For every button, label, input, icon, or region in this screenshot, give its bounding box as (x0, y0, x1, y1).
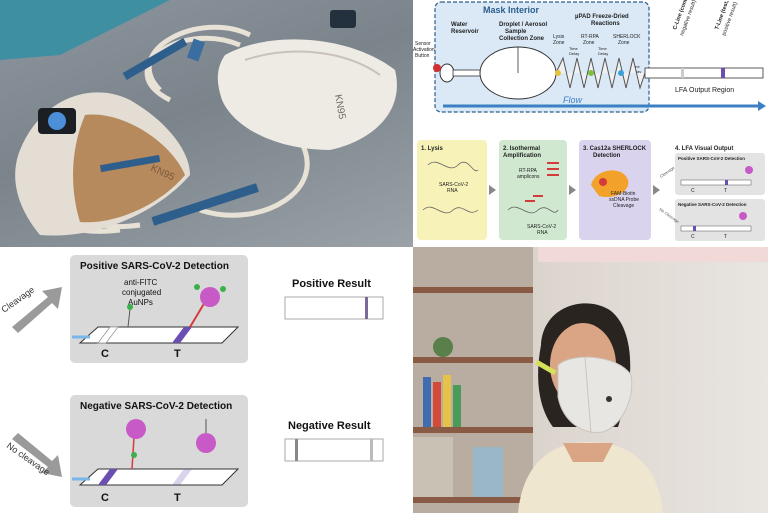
mask-left-inner (73, 114, 185, 223)
positive-t-label: T (174, 348, 181, 360)
lfa-region-label: LFA Output Region (675, 87, 734, 94)
aunp-negative-1 (126, 419, 146, 439)
negative-c-label: C (101, 492, 109, 504)
step-4-positive: Positive SARS-CoV-2 Detection (678, 156, 745, 161)
step-amplification-box (499, 140, 567, 240)
positive-result-strip (284, 296, 384, 320)
step-4-cleavage: Cleavage (659, 165, 676, 179)
teal-surface (0, 0, 170, 60)
positive-c-line (97, 326, 119, 344)
mask-photo-illustration: KN95 KN95 (0, 0, 397, 236)
person-photo-illustration (413, 247, 768, 513)
step-4-negative: Negative SARS-CoV-2 Detection (678, 202, 747, 207)
positive-t-line (172, 327, 192, 343)
negative-t-label: T (174, 492, 181, 504)
positive-result-label: Positive Result (292, 278, 371, 290)
sweater (518, 442, 663, 513)
step-4-c-pos: C (691, 188, 695, 194)
mask-strap (534, 359, 557, 376)
cas12a-shape (591, 170, 629, 198)
shelf-1 (413, 287, 533, 293)
shelf-3 (413, 427, 533, 433)
mask-photo: KN95 KN95 (0, 0, 413, 247)
positive-title: Positive SARS-CoV-2 Detection (80, 261, 229, 272)
mask-right (217, 39, 397, 150)
lfa-strip (644, 67, 764, 79)
aunp-negative-2 (196, 433, 216, 453)
negative-result-strip (284, 438, 384, 462)
negative-result-label: Negative Result (288, 420, 371, 432)
mask-interior-title: Mask Interior (483, 5, 540, 15)
cleavage-arrow (12, 287, 62, 333)
mask-print-right: KN95 (332, 94, 347, 121)
no-cleavage-arrow (12, 433, 62, 477)
negative-c-line (98, 469, 118, 485)
t-line-mark (721, 68, 725, 78)
negative-result-line-1 (295, 439, 298, 461)
shelf-2 (413, 357, 533, 363)
flow-label: Flow (563, 95, 583, 105)
step-4-c-neg: C (691, 234, 695, 240)
positive-c-label: C (101, 348, 109, 360)
sensor-activation-button (433, 64, 441, 72)
person-photo (413, 247, 768, 513)
sensor-device-right (330, 10, 356, 28)
mask-on-face (557, 356, 633, 433)
c-line-mark (681, 68, 684, 78)
cleavage-label: Cleavage (0, 285, 36, 315)
step-1-title: 1. Lysis (421, 146, 443, 152)
step-4-title: 4. LFA Visual Output (675, 146, 733, 152)
negative-t-line (172, 469, 192, 485)
negative-title: Negative SARS-CoV-2 Detection (80, 401, 232, 412)
water-reservoir (439, 63, 455, 83)
reaction-pads (555, 56, 646, 90)
step-4-t-neg: T (724, 234, 727, 240)
positive-result-line (365, 297, 368, 319)
step-4-t-pos: T (724, 188, 727, 194)
negative-result-line-2 (370, 439, 373, 461)
aunp-positive (200, 287, 220, 307)
sensor-button (48, 112, 66, 130)
